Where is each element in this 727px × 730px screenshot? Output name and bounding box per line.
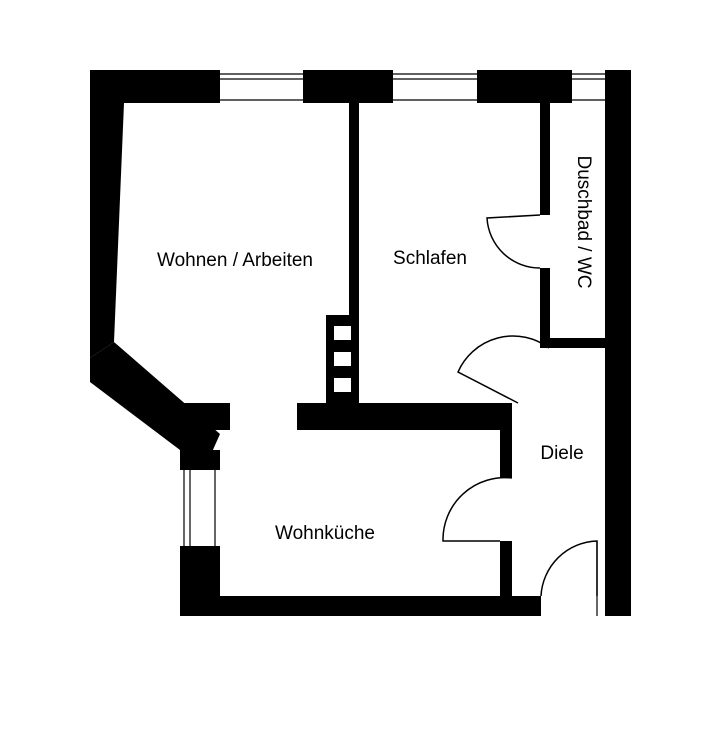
bedroom-door [457, 335, 550, 404]
right-wall-upper [605, 103, 631, 343]
wall-bathroom-hall [540, 338, 608, 348]
room-label-hall: Diele [540, 443, 583, 464]
room-label-kitchen: Wohnküche [275, 523, 375, 544]
windows [180, 72, 605, 546]
entrance-door [540, 540, 598, 597]
outer-walls [90, 70, 631, 616]
wall-bedroom-kitchen [297, 403, 505, 430]
wall-living-kitchen-left [180, 403, 230, 430]
top-wall-middle [303, 70, 393, 103]
top-wall-right [477, 70, 572, 103]
room-label-bathroom: Duschbad / WC [573, 155, 594, 288]
wall-kitchen-hall-lower [500, 541, 512, 616]
entry-wall-stub [512, 596, 541, 616]
room-labels: Wohnen / Arbeiten Schlafen Duschbad / WC… [157, 155, 594, 544]
room-label-bedroom: Schlafen [393, 248, 467, 269]
wall-bedroom-bathroom-lower [540, 268, 550, 346]
wall-kitchen-hall-upper [500, 403, 512, 478]
left-wall-upper [90, 70, 124, 358]
room-label-living: Wohnen / Arbeiten [157, 250, 313, 271]
bottom-wall [180, 596, 541, 616]
top-wall-corner [605, 70, 631, 103]
doors [442, 214, 598, 616]
diagonal-wall [90, 342, 220, 470]
interior-walls [180, 103, 608, 616]
kitchen-door [442, 476, 513, 542]
wall-living-bedroom [349, 103, 359, 315]
right-wall-lower [605, 343, 631, 616]
wall-bedroom-bathroom-upper [540, 103, 550, 215]
bathroom-door [486, 214, 541, 269]
